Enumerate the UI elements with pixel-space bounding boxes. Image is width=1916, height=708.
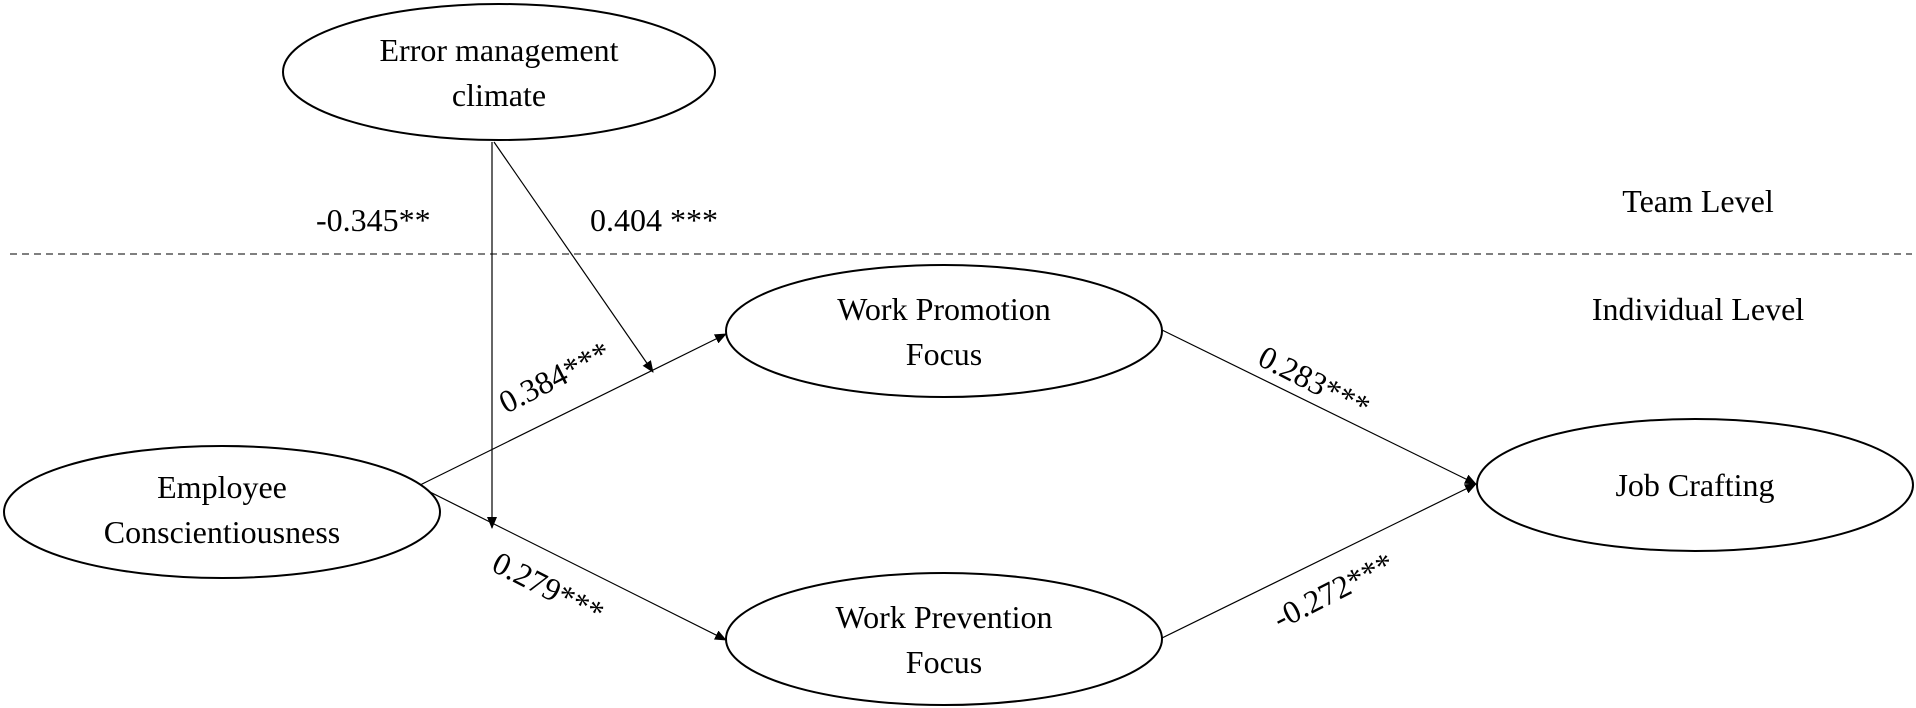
node-label-line: Work Prevention: [836, 599, 1053, 635]
node-label-line: Conscientiousness: [104, 514, 340, 550]
node-error-management-climate: Error management climate: [282, 3, 716, 141]
node-job-crafting: Job Crafting: [1476, 418, 1914, 552]
coef-promotion-to-crafting: 0.283***: [1253, 338, 1376, 425]
coef-emc-to-prevention-path: -0.345**: [316, 202, 431, 238]
node-label-line: Work Promotion: [837, 291, 1050, 327]
node-employee-conscientiousness: Employee Conscientiousness: [3, 445, 441, 579]
edge-promotion-to-crafting: [1161, 329, 1477, 485]
node-label-line: Error management: [380, 32, 619, 68]
edge-ec-to-prevention: [413, 483, 727, 641]
node-label-line: climate: [452, 77, 546, 113]
coef-prevention-to-crafting: -0.272***: [1267, 545, 1400, 636]
team-level-label: Team Level: [1622, 183, 1774, 219]
node-label-line: Focus: [906, 644, 982, 680]
individual-level-label: Individual Level: [1592, 291, 1804, 327]
node-work-prevention-focus: Work Prevention Focus: [725, 572, 1163, 706]
node-label-line: Focus: [906, 336, 982, 372]
coef-emc-to-promotion-path: 0.404 ***: [590, 202, 718, 238]
node-label-line: Job Crafting: [1615, 467, 1774, 503]
node-label-line: Employee: [157, 469, 287, 505]
node-work-promotion-focus: Work Promotion Focus: [725, 264, 1163, 398]
coef-ec-to-prevention: 0.279***: [487, 544, 610, 631]
edge-emc-to-promotion-path: [493, 141, 654, 373]
edge-ec-to-promotion: [413, 333, 727, 489]
coef-ec-to-promotion: 0.384***: [493, 334, 616, 421]
edge-prevention-to-crafting: [1161, 483, 1477, 639]
